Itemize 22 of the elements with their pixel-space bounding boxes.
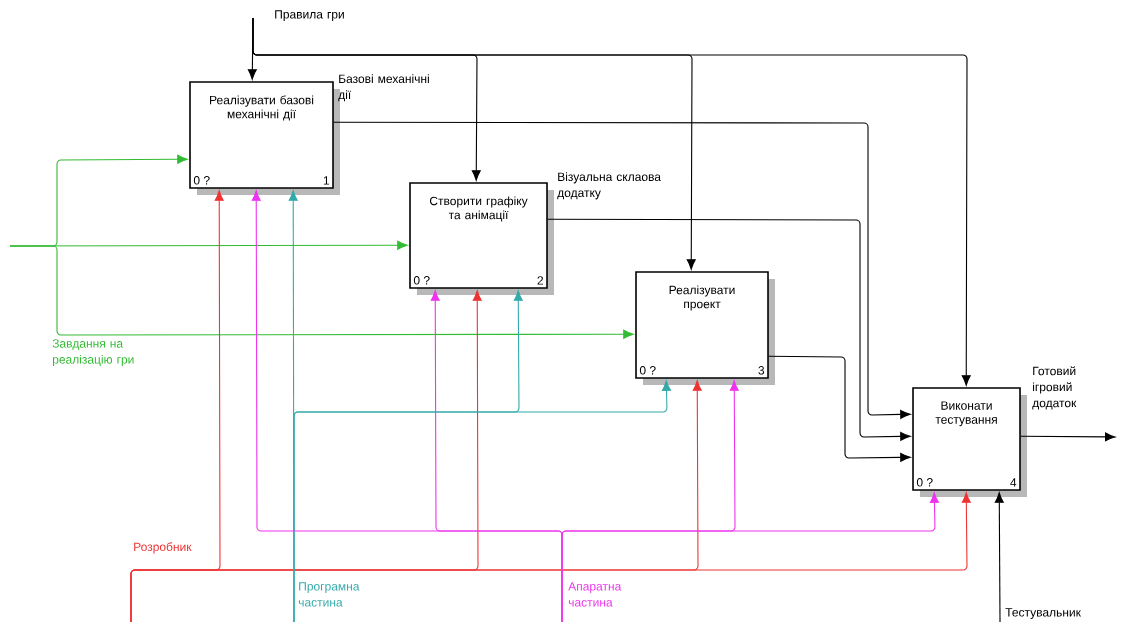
arrow xyxy=(1020,432,1116,442)
edge-label: Програмна частина xyxy=(298,582,360,607)
arrow xyxy=(994,492,1004,623)
arrow xyxy=(130,492,971,623)
edge-label: Візуальна склаова додатку xyxy=(557,172,661,200)
edge-label: Правила гри xyxy=(275,10,344,21)
process-box: Реалізувати проект 0 ? 3 xyxy=(635,271,775,385)
edge-label: Завдання на реалізацію гри xyxy=(52,339,134,367)
edge-label: Базові механічні дії xyxy=(338,74,429,102)
edge-label: Розробник xyxy=(134,542,192,554)
process-box: Створити графіку та анімації 0 ? 2 xyxy=(409,182,554,295)
edge-label: Апаратна частина xyxy=(568,582,622,607)
edge-label: Тестувальник xyxy=(1005,608,1081,619)
arrow xyxy=(9,245,634,339)
arrow xyxy=(252,17,971,386)
process-box: Виконати тестування 0 ? 4 xyxy=(912,387,1027,497)
arrow xyxy=(547,218,911,441)
arrow xyxy=(293,380,671,623)
edge-label: Готовий ігровий додаток xyxy=(1032,366,1077,410)
arrow xyxy=(561,492,939,623)
arrow xyxy=(768,355,911,462)
arrow xyxy=(333,121,911,419)
